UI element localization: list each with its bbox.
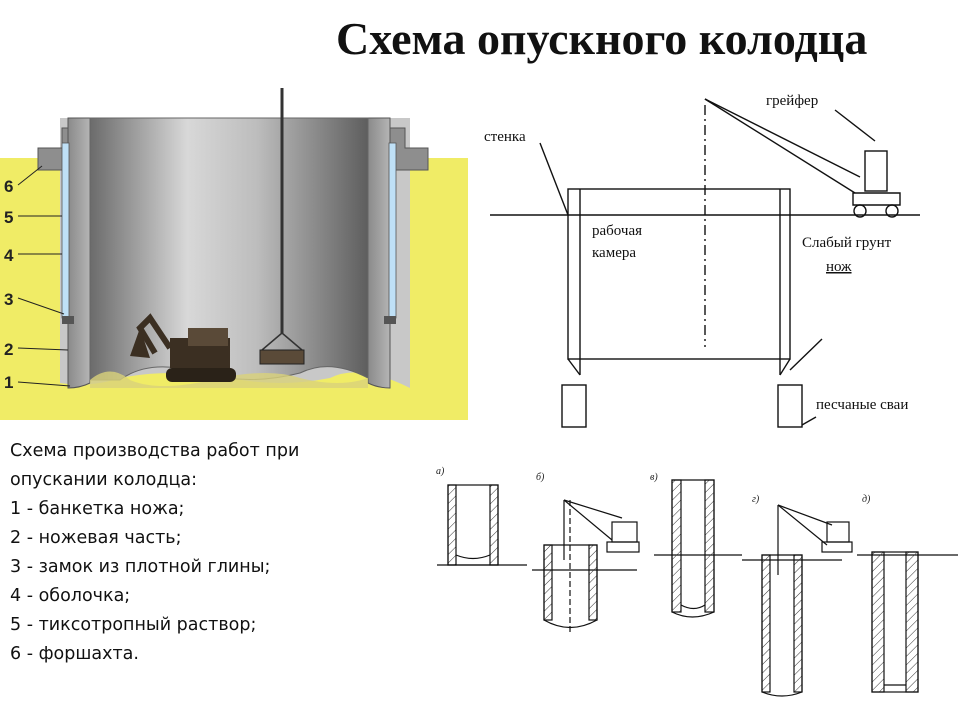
caisson-line-schematic: грейфер стенка рабочая камера Слабый гру… (484, 93, 920, 428)
label-sand-piles: песчаные сваи (816, 397, 908, 413)
step-g (742, 504, 853, 697)
legend: Схема производства работ при опускании к… (10, 437, 410, 669)
excavator-icon (130, 313, 236, 382)
callout-leaders (17, 165, 71, 387)
step-a (437, 484, 527, 566)
legend-line: 3 - замок из плотной глины; (10, 557, 271, 577)
step-label-b: б) (536, 472, 545, 483)
shell-wall-left (67, 117, 91, 389)
legend-line: 4 - оболочка; (10, 586, 131, 606)
legend-line: 6 - форшахта. (10, 644, 139, 664)
step-c (654, 479, 742, 618)
callout-6: 6 (4, 177, 13, 196)
step-label-a: а) (436, 466, 445, 477)
step-label-g: г) (752, 494, 760, 505)
sand-pile-right (777, 384, 803, 428)
step-d (857, 551, 958, 693)
legend-line: 5 - тиксотропный раствор; (10, 615, 257, 635)
label-chamber-line2: камера (592, 245, 636, 261)
legend-line: 2 - ножевая часть; (10, 528, 182, 548)
clay-lock-right (384, 316, 396, 324)
crane-cab-icon (864, 150, 888, 192)
label-chamber-line1: рабочая (592, 223, 642, 239)
page-title: Схема опускного колодца (336, 13, 868, 64)
legend-line: Схема производства работ при (10, 441, 300, 461)
label-soft-soil: Слабый грунт (802, 235, 892, 251)
label-wall: стенка (484, 129, 526, 145)
label-grab: грейфер (766, 93, 818, 109)
step-label-d: д) (862, 494, 871, 505)
crane-boom (704, 98, 856, 194)
callout-1: 1 (4, 373, 13, 392)
clay-lock-left (62, 316, 74, 324)
caisson-wall-outer (567, 188, 791, 360)
callout-2: 2 (4, 340, 13, 359)
caisson-section-illustration: 6 5 4 3 2 1 (0, 88, 468, 420)
shell-wall-right (367, 117, 391, 389)
callout-4: 4 (4, 246, 14, 265)
legend-line: опускании колодца: (10, 470, 197, 490)
label-knife: нож (826, 259, 852, 275)
step-b (532, 499, 640, 632)
step-label-c: в) (650, 472, 658, 483)
legend-line: 1 - банкетка ножа; (10, 499, 185, 519)
construction-steps-illustration: а) б) в) г) д) (436, 466, 958, 697)
thixotropic-solution-left (61, 142, 70, 319)
callout-5: 5 (4, 208, 13, 227)
sand-pile-left (561, 384, 587, 428)
thixotropic-solution-right (388, 142, 397, 319)
callout-3: 3 (4, 290, 13, 309)
bucket-icon (259, 332, 305, 365)
